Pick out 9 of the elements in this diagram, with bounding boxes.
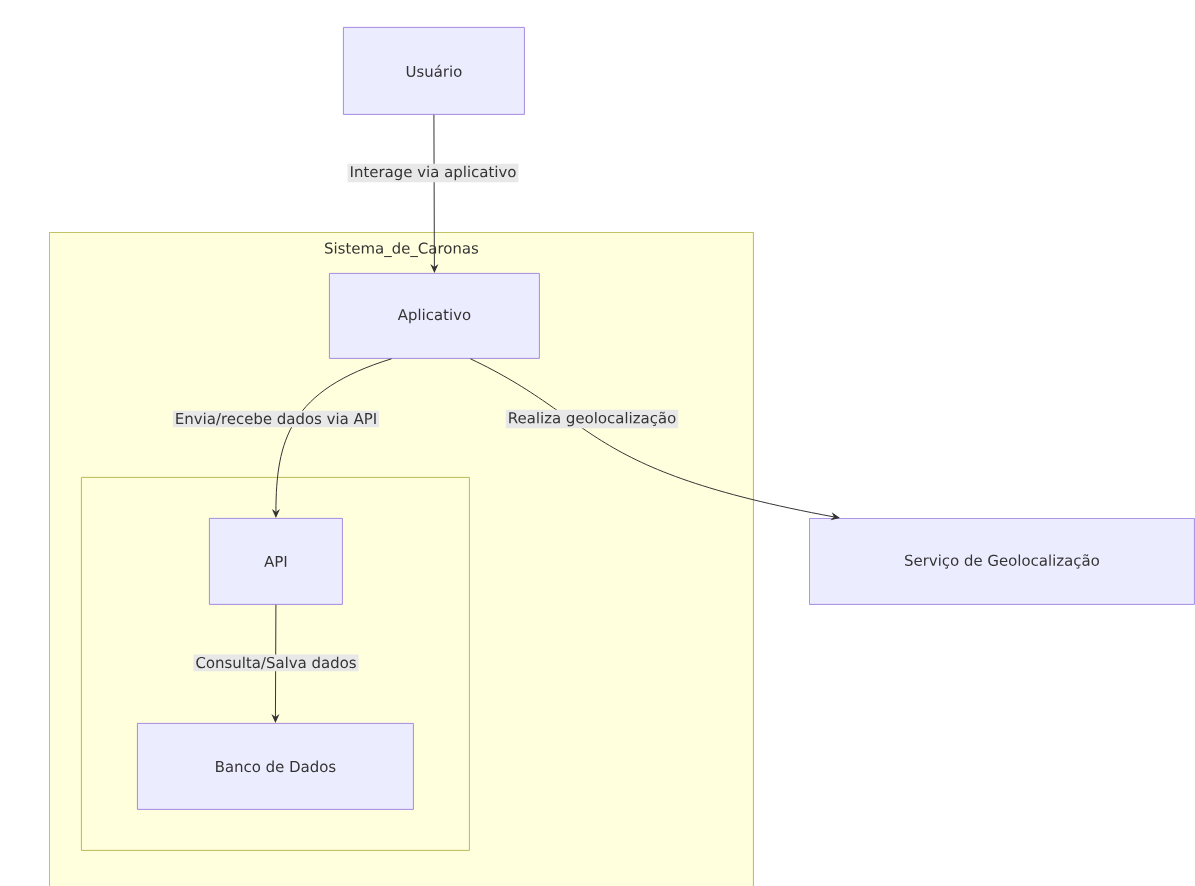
- arrow: [272, 604, 279, 723]
- process-box: API: [209, 518, 343, 605]
- process-box: Aplicativo: [329, 273, 540, 359]
- arrow: [272, 358, 392, 518]
- process-box: Banco de Dados: [137, 723, 414, 810]
- process-box: Usuário: [343, 27, 525, 115]
- process-box: Serviço de Geolocalização: [809, 518, 1195, 605]
- arrow: [431, 114, 438, 273]
- arrow: [469, 358, 840, 520]
